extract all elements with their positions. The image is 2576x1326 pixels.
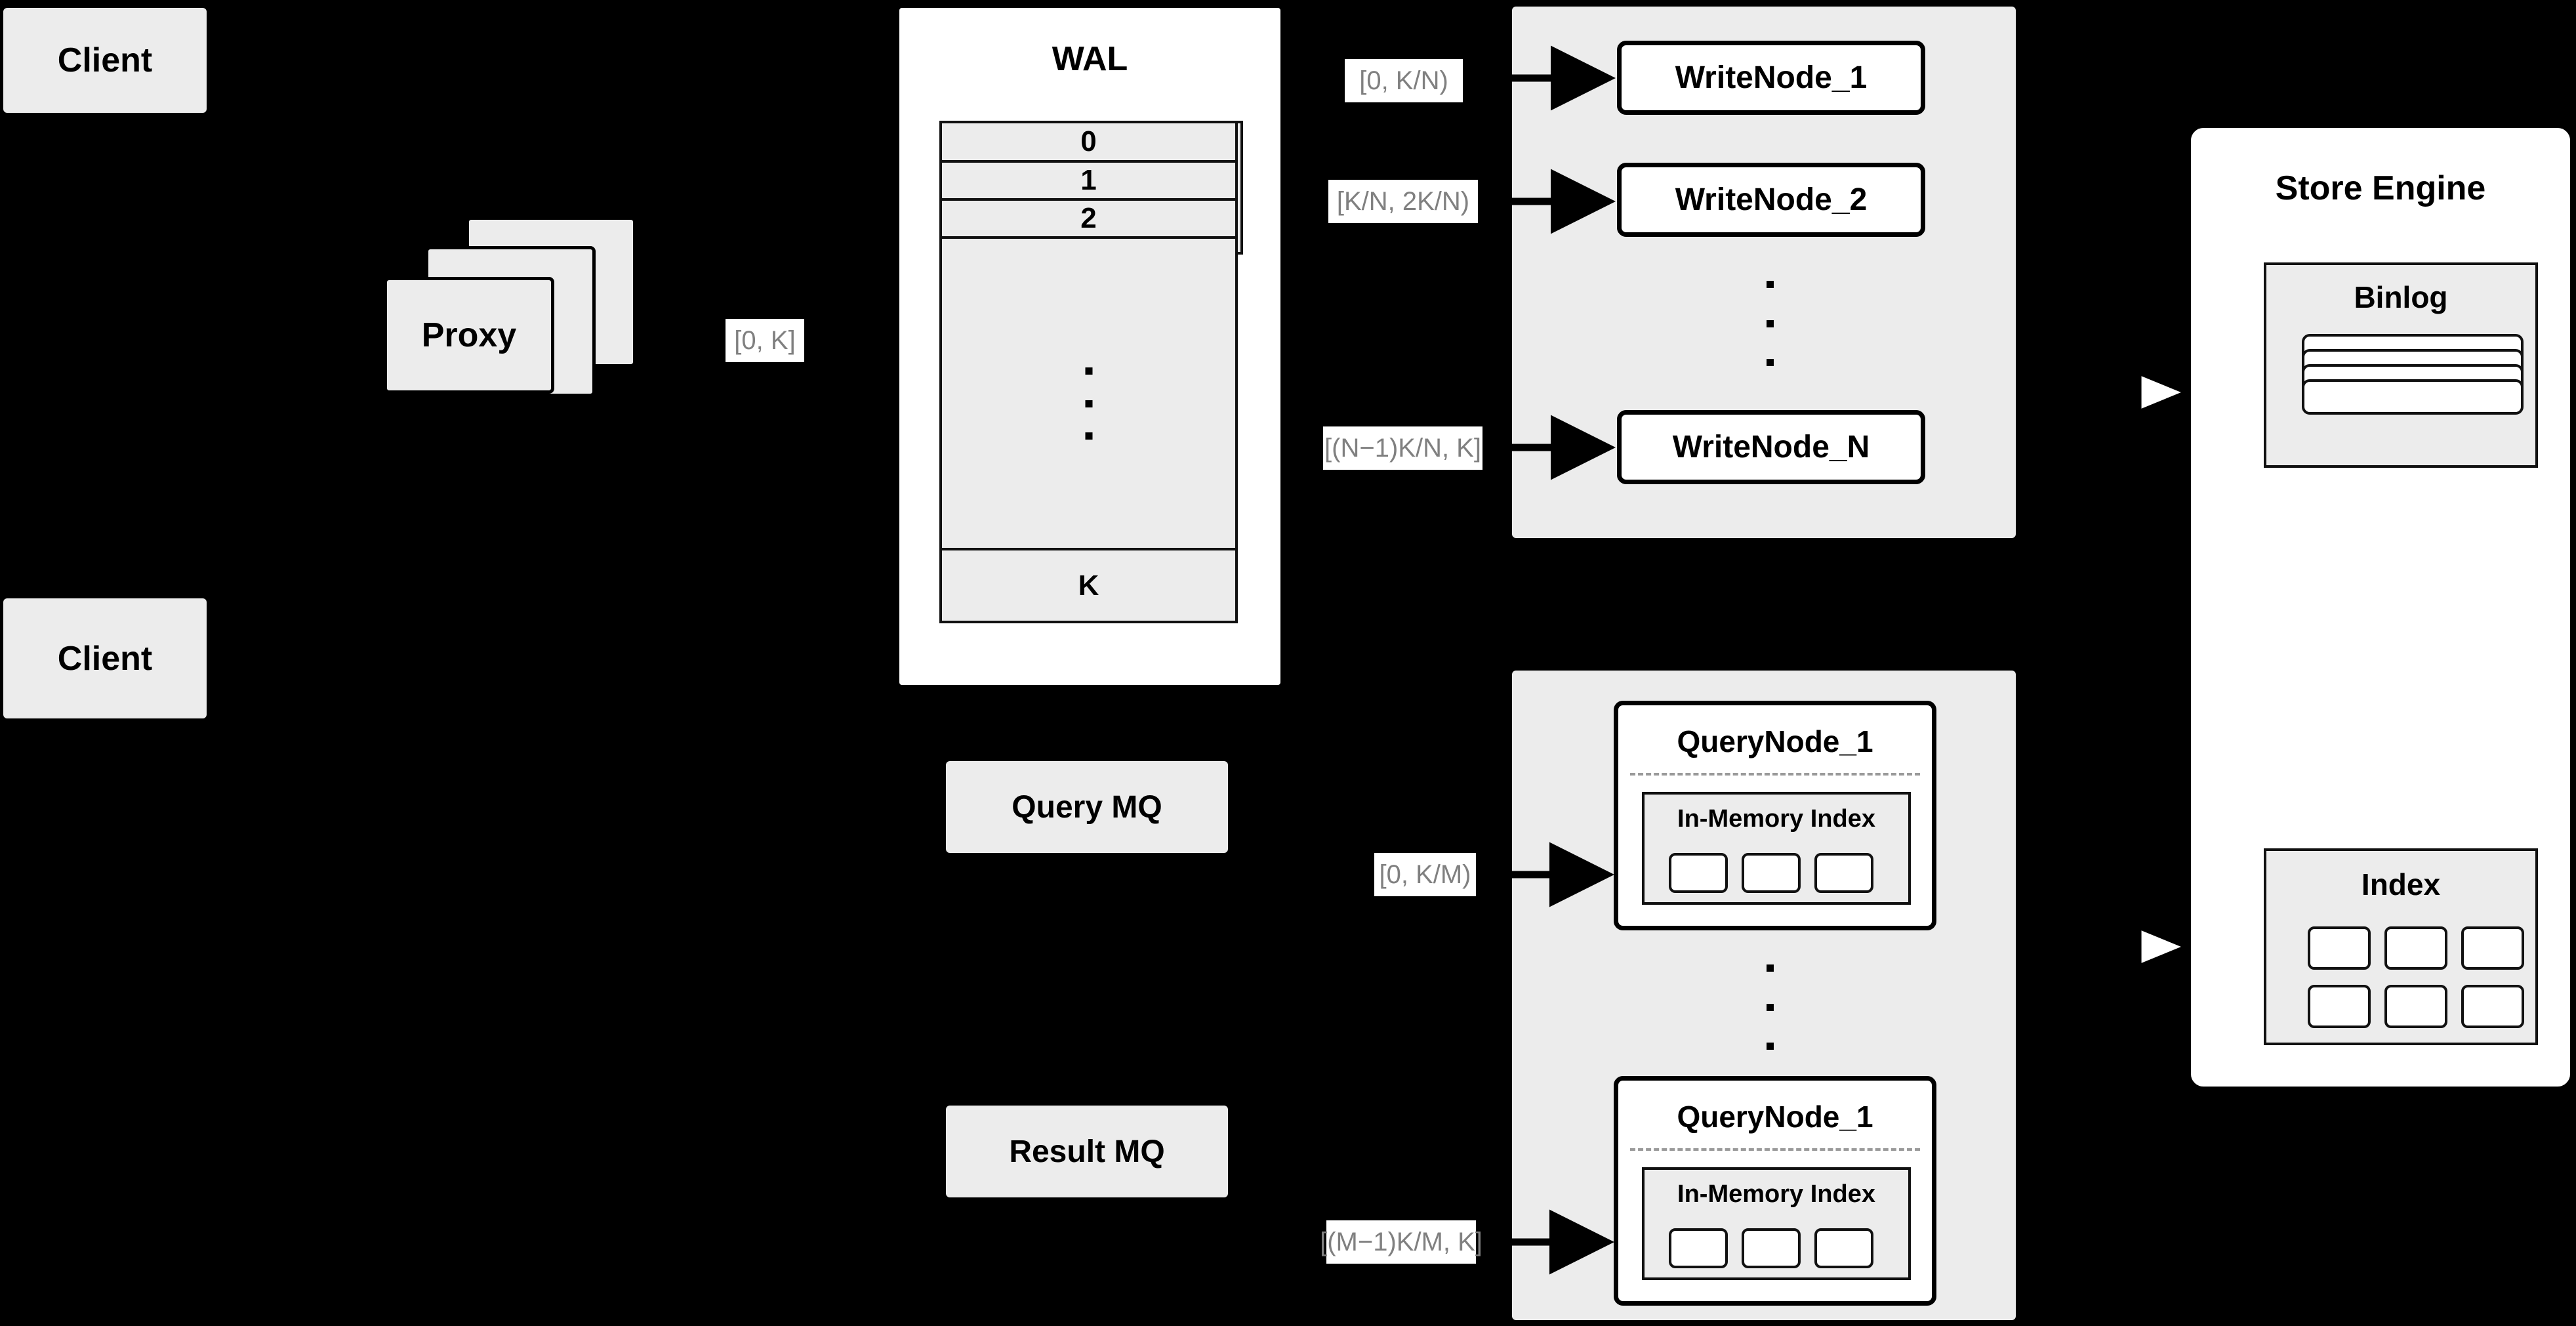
store-engine-title: Store Engine — [2275, 169, 2486, 207]
wal-row-2: 2 — [939, 198, 1238, 236]
index-slot-chip — [2308, 926, 2371, 970]
index-segment-chip — [1814, 1228, 1873, 1268]
result-mq-label: Result MQ — [1009, 1134, 1165, 1169]
store-engine-arrows — [2133, 392, 2184, 947]
proxy-stack[interactable]: Proxy — [380, 217, 669, 433]
write-node-1-label: WriteNode_1 — [1675, 60, 1868, 95]
wal-row-0: 0 — [939, 121, 1238, 160]
query-node-2[interactable]: QueryNode_1 In-Memory Index — [1614, 1076, 1936, 1306]
query-node-1-range-label: [0, K/M) — [1374, 853, 1476, 896]
binlog-title: Binlog — [2354, 280, 2448, 314]
client-label-2: Client — [57, 639, 153, 678]
index-segment-chip — [1814, 853, 1873, 893]
proxy-card-front[interactable]: Proxy — [384, 277, 554, 394]
query-node-2-separator — [1630, 1148, 1920, 1151]
query-mq-box[interactable]: Query MQ — [946, 761, 1228, 853]
index-segment-chip — [1669, 853, 1728, 893]
write-node-2[interactable]: WriteNode_2 — [1617, 163, 1925, 237]
query-node-2-inmemory-index: In-Memory Index — [1642, 1167, 1911, 1280]
query-node-1[interactable]: QueryNode_1 In-Memory Index — [1614, 701, 1936, 930]
query-mq-label: Query MQ — [1012, 789, 1162, 825]
index-slot-chip — [2308, 985, 2371, 1028]
query-node-2-label: QueryNode_1 — [1677, 1100, 1873, 1134]
binlog-segment-bar — [2302, 379, 2524, 415]
wal-row-ellipsis — [939, 236, 1238, 548]
index-title: Index — [2361, 867, 2441, 901]
index-slot-chip — [2384, 926, 2447, 970]
write-node-n-range-label: [(N−1)K/N, K] — [1323, 426, 1482, 470]
write-node-2-label: WriteNode_2 — [1675, 182, 1868, 217]
index-slot-chip — [2384, 985, 2447, 1028]
write-node-1-range-label: [0, K/N) — [1345, 59, 1463, 102]
index-box: Index — [2264, 848, 2538, 1045]
query-node-1-inmemory-index: In-Memory Index — [1642, 792, 1911, 905]
wal-ellipsis-dots — [1085, 367, 1092, 440]
query-node-1-label: QueryNode_1 — [1677, 724, 1873, 758]
wal-row-1: 1 — [939, 160, 1238, 198]
proxy-label: Proxy — [421, 316, 517, 354]
query-node-1-separator — [1630, 773, 1920, 776]
binlog-box: Binlog — [2264, 262, 2538, 468]
wal-title: WAL — [1052, 40, 1128, 78]
wal-row-K: K — [939, 548, 1238, 623]
index-segment-chip — [1742, 1228, 1801, 1268]
query-node-1-index-title: In-Memory Index — [1677, 805, 1875, 833]
client-box-2[interactable]: Client — [3, 598, 207, 718]
write-node-n-label: WriteNode_N — [1672, 430, 1870, 465]
write-node-2-range-label: [K/N, 2K/N) — [1328, 180, 1478, 223]
write-node-1[interactable]: WriteNode_1 — [1617, 41, 1925, 115]
query-node-2-index-title: In-Memory Index — [1677, 1180, 1875, 1208]
query-node-ellipsis-dots — [1767, 964, 1774, 1050]
write-node-n[interactable]: WriteNode_N — [1617, 410, 1925, 484]
proxy-range-label: [0, K] — [726, 319, 804, 362]
client-box-1[interactable]: Client — [3, 8, 207, 113]
index-segment-chip — [1669, 1228, 1728, 1268]
index-slot-chip — [2461, 985, 2524, 1028]
index-slot-chip — [2461, 926, 2524, 970]
client-label-1: Client — [57, 41, 153, 79]
index-segment-chip — [1742, 853, 1801, 893]
result-mq-box[interactable]: Result MQ — [946, 1106, 1228, 1197]
write-node-ellipsis-dots — [1767, 281, 1774, 366]
query-node-2-range-label: [(M−1)K/M, K] — [1320, 1220, 1482, 1264]
